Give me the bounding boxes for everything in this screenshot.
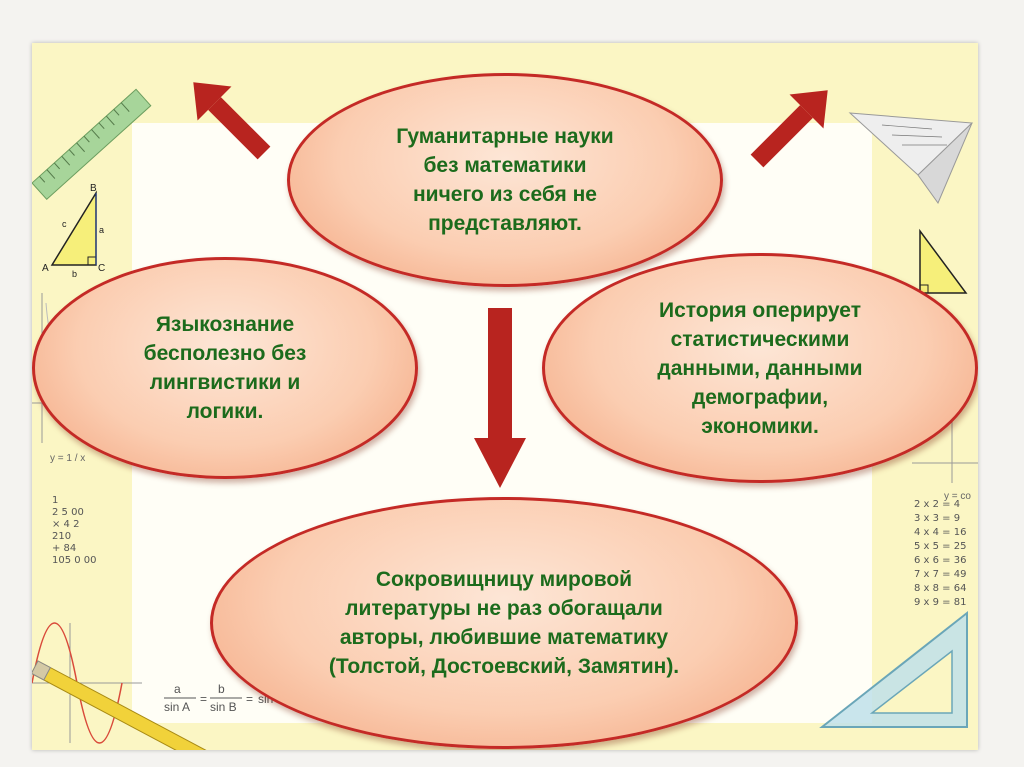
set-square-icon — [819, 610, 968, 728]
left-formula: y = 1 / x — [50, 453, 85, 464]
triangle-label-B: B — [90, 183, 97, 194]
arrow-right-down-icon — [750, 90, 828, 168]
sine-rule-b: b — [218, 682, 225, 696]
sine-rule-eq: = — [200, 692, 207, 706]
sine-rule-eq-2: = — [246, 692, 253, 706]
right-triangle-diagram — [919, 228, 968, 294]
sine-rule-a: a — [174, 682, 181, 696]
bubble-left-text: Языкознание бесполезно без лингвистики и… — [143, 313, 307, 423]
decorations: A B C a b c y = 1 / x — [32, 82, 978, 750]
times-table: 2 x 2 = 4 3 x 3 = 9 4 x 4 = 16 5 x 5 = 2… — [914, 499, 967, 608]
right-formula: y = co — [944, 491, 971, 502]
arrow-down-icon — [474, 308, 526, 488]
sine-rule-sinA: sin A — [164, 700, 190, 714]
pencil-icon — [32, 660, 251, 750]
triangle-label-a: a — [99, 225, 104, 235]
bubble-top-text: Гуманитарные науки без математики ничего… — [396, 125, 614, 235]
paper-plane-icon — [848, 112, 974, 205]
triangle-label-b: b — [72, 269, 77, 279]
slide: A B C a b c y = 1 / x — [32, 43, 978, 750]
ruler-icon — [32, 88, 152, 201]
triangle-label-A: A — [42, 263, 49, 274]
bubble-left: Языкознание бесполезно без лингвистики и… — [32, 257, 418, 479]
triangle-label-c: c — [62, 219, 67, 229]
bubble-bottom-text: Сокровищницу мировой литературы не раз о… — [328, 568, 680, 678]
bubble-right-text: История оперирует статистическими данным… — [657, 298, 863, 438]
bubble-right: История оперирует статистическими данным… — [542, 253, 978, 483]
bubble-bottom: Сокровищницу мировой литературы не раз о… — [210, 497, 798, 749]
bubble-top: Гуманитарные науки без математики ничего… — [287, 73, 723, 287]
triangle-label-C: C — [98, 263, 105, 274]
left-triangle-diagram: A B C a b c — [42, 183, 105, 279]
multiplication-example: 1 2 5 00 × 4 2 210 + 84 105 0 00 — [52, 495, 97, 566]
sine-rule-sinB: sin B — [210, 700, 237, 714]
arrow-left-down-icon — [193, 82, 271, 160]
